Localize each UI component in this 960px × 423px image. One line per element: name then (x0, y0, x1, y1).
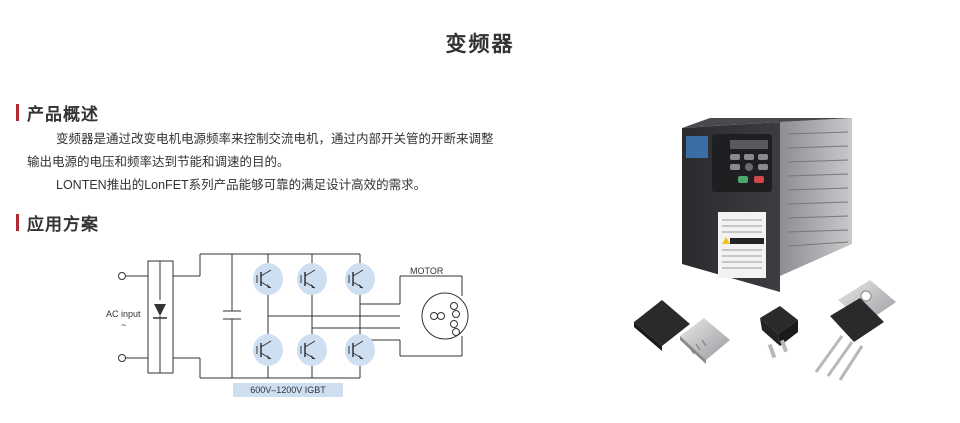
igbt-icon (297, 263, 327, 295)
ac-terminal-top (118, 272, 126, 280)
motor-label: MOTOR (410, 266, 444, 276)
igbt-caption-box (233, 383, 343, 397)
accent-bar (16, 214, 19, 231)
smd-mosfet-image (634, 300, 730, 364)
overview-heading: 产品概述 (16, 100, 99, 125)
igbt-caption: 600V–1200V IGBT (250, 385, 326, 395)
overview-title: 产品概述 (27, 105, 99, 124)
accent-bar (16, 104, 19, 121)
ac-input-label: AC input (106, 309, 141, 319)
igbt-icon (253, 334, 283, 366)
diode-icon (153, 304, 167, 328)
overview-line-1: 变频器是通过改变电机电源频率来控制交流电机，通过内部开关管的开断来调整 (56, 132, 494, 146)
to247-mosfet-image (814, 280, 896, 381)
igbt-icon (253, 263, 283, 295)
overview-line-3: LONTEN推出的LonFET系列产品能够可靠的满足设计高效的需求。 (56, 178, 427, 192)
igbt-icon (297, 334, 327, 366)
product-photo (634, 118, 896, 381)
ac-symbol: ~ (121, 320, 126, 330)
igbt-icon (345, 263, 375, 295)
inverter-circuit-diagram: AC input ~ MOTOR 600V–1200V IGBT (106, 253, 469, 397)
page-title: 变频器 (445, 33, 515, 56)
ac-terminal-bottom (118, 354, 126, 362)
dpak-mosfet-image (760, 306, 798, 359)
inverter-unit-image (682, 118, 852, 292)
igbt-icon (345, 334, 375, 366)
motor-icon (421, 292, 469, 340)
solution-heading: 应用方案 (16, 210, 99, 235)
solution-title: 应用方案 (27, 215, 99, 234)
igbt-switch-group (253, 263, 375, 366)
overview-line-2: 输出电源的电压和频率达到节能和调速的目的。 (27, 155, 290, 169)
